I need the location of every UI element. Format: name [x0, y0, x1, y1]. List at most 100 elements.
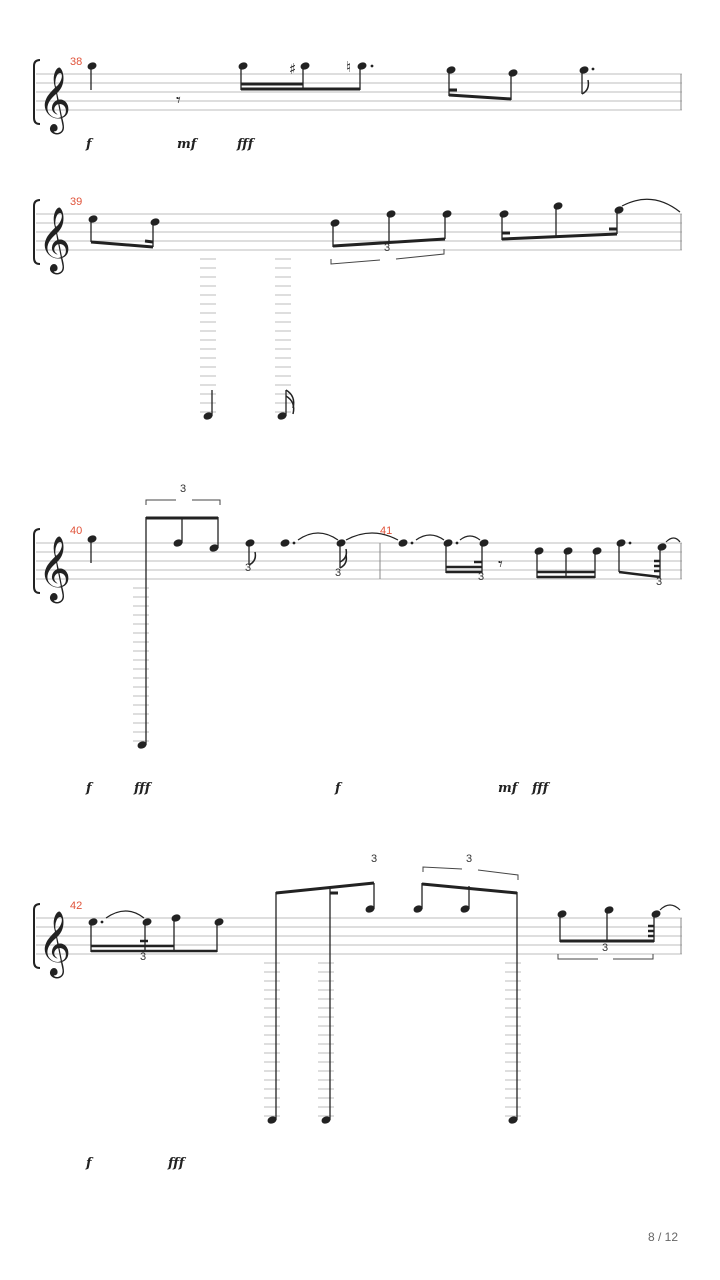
treble-clef-icon: 𝄞 — [38, 207, 71, 274]
note-head — [563, 547, 573, 555]
system-3: 𝄞 40 41 3 3 — [33, 483, 683, 796]
tuplet-number: 3 — [478, 571, 484, 583]
note-head — [150, 218, 160, 226]
note-head — [87, 62, 97, 70]
treble-clef-icon: 𝄞 — [38, 536, 71, 603]
dynamic-marking: fff — [133, 781, 153, 796]
tuplet-bracket — [557, 954, 654, 960]
dynamic-marking: f — [85, 137, 94, 152]
measure-number: 39 — [70, 196, 82, 208]
note-head — [209, 544, 219, 552]
tuplet-number: 3 — [466, 853, 472, 865]
note-head — [442, 210, 452, 218]
tuplet-number: 3 — [384, 242, 390, 254]
note-head — [398, 539, 408, 547]
dynamic-marking: fff — [531, 781, 551, 796]
note-head — [592, 547, 602, 555]
note-head — [413, 905, 423, 913]
note-head — [508, 1116, 518, 1124]
beam — [332, 237, 446, 248]
tuplet-number: 3 — [602, 942, 608, 954]
tie — [105, 910, 145, 919]
note-head — [267, 1116, 277, 1124]
note-head — [614, 206, 624, 214]
tuplet-number: 3 — [140, 951, 146, 963]
page-indicator: 8 / 12 — [647, 1230, 678, 1244]
sharp-icon: ♯ — [289, 60, 296, 78]
note-head — [616, 539, 626, 547]
note-head — [446, 66, 456, 74]
beam — [144, 239, 154, 244]
note-head — [214, 918, 224, 926]
note-head — [604, 906, 614, 914]
beam — [421, 882, 518, 895]
note-head — [579, 66, 589, 74]
note-head — [330, 219, 340, 227]
note-head — [238, 62, 248, 70]
note-head — [280, 539, 290, 547]
dynamic-marking: mf — [177, 137, 199, 152]
flag — [581, 79, 590, 95]
system-1: 𝄞 38 𝄾 ♯ ♮ f mf fff — [33, 56, 683, 152]
tie — [415, 534, 445, 541]
dot — [100, 920, 104, 924]
tuplet-number: 3 — [180, 483, 186, 495]
note-head — [88, 215, 98, 223]
tie — [659, 904, 681, 911]
ledger-lines — [200, 258, 291, 413]
dot — [628, 541, 632, 545]
note-head — [499, 210, 509, 218]
staff-lines — [35, 917, 683, 955]
beam — [448, 93, 512, 101]
flag — [285, 395, 295, 415]
tuplet-number: 3 — [371, 853, 377, 865]
dynamic-marking: fff — [236, 137, 256, 152]
system-4: 𝄞 42 3 — [33, 853, 683, 1171]
measure-number: 40 — [70, 525, 82, 537]
note-head — [171, 914, 181, 922]
tie — [297, 532, 339, 541]
ledger-lines — [264, 962, 521, 1117]
tie — [459, 535, 481, 541]
dynamic-marking: mf — [498, 781, 520, 796]
note-head — [357, 62, 367, 70]
tuplet-bracket — [145, 499, 221, 505]
note-head — [300, 62, 310, 70]
tie — [665, 537, 681, 543]
note-head — [553, 202, 563, 210]
note-head — [137, 741, 147, 749]
tuplet-bracket — [422, 866, 519, 880]
flag — [339, 548, 348, 563]
eighth-rest-icon: 𝄾 — [498, 554, 503, 575]
note-head — [277, 412, 287, 420]
note-head — [336, 539, 346, 547]
dynamic-marking: fff — [167, 1156, 187, 1171]
note-head — [173, 539, 183, 547]
note-head — [203, 412, 213, 420]
note-head — [88, 918, 98, 926]
dynamic-marking: f — [85, 1156, 94, 1171]
beam — [90, 240, 154, 249]
measure-number: 42 — [70, 900, 82, 912]
beam — [501, 232, 618, 241]
beam — [618, 570, 661, 579]
note-head — [657, 543, 667, 551]
note-head — [508, 69, 518, 77]
dot — [410, 541, 414, 545]
note-head — [651, 910, 661, 918]
tie — [621, 198, 681, 213]
tie — [345, 532, 399, 541]
system-2: 𝄞 39 — [33, 196, 683, 420]
tuplet-bracket — [330, 249, 445, 265]
note-head — [534, 547, 544, 555]
treble-clef-icon: 𝄞 — [38, 911, 71, 978]
dot — [370, 64, 374, 68]
note-head — [365, 905, 375, 913]
note-head — [557, 910, 567, 918]
note-head — [245, 539, 255, 547]
system-bracket — [33, 528, 41, 594]
note-head — [142, 918, 152, 926]
natural-icon: ♮ — [346, 58, 351, 76]
eighth-rest-icon: 𝄾 — [176, 90, 181, 111]
dynamic-marking: f — [85, 781, 94, 796]
